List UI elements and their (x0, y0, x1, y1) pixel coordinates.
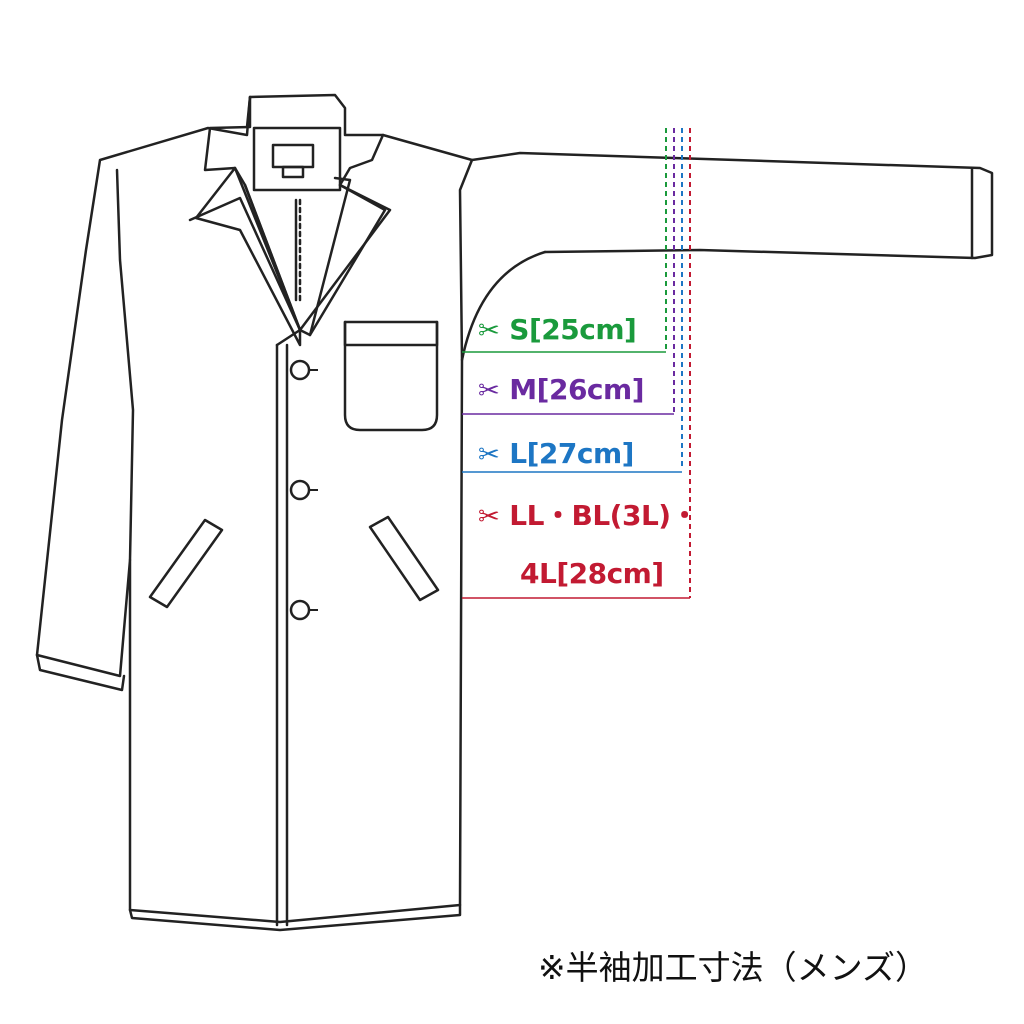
size-m-text: M[26cm] (509, 373, 644, 406)
button-3 (289, 599, 311, 621)
size-ll-text-line1: LL・BL(3L)・ (509, 499, 699, 532)
collar (203, 93, 392, 332)
left-lapel (194, 166, 302, 347)
right-lapel (308, 183, 387, 337)
coat-hem (128, 903, 462, 932)
coat-body-outline (35, 95, 547, 924)
right-sleeve-outline (470, 151, 994, 260)
size-label-l: ✂ L[27cm] (478, 438, 634, 471)
size-ll-text-line2: 4L[28cm] (520, 557, 664, 590)
left-side-pocket (148, 518, 224, 609)
size-s-text: S[25cm] (509, 313, 637, 346)
button-2 (289, 479, 311, 501)
size-l-text: L[27cm] (509, 437, 634, 470)
button-1 (289, 359, 311, 381)
size-label-ll-line2: 4L[28cm] (520, 558, 664, 590)
scissors-icon: ✂ (478, 502, 500, 532)
neck-label (271, 143, 315, 169)
scissors-icon: ✂ (478, 376, 500, 406)
chest-pocket (343, 320, 439, 432)
scissors-icon: ✂ (478, 316, 500, 346)
left-cuff (35, 653, 126, 692)
footnote: ※半袖加工寸法（メンズ） (538, 948, 928, 987)
right-side-pocket (368, 515, 440, 602)
scissors-icon: ✂ (478, 440, 500, 470)
size-label-m: ✂ M[26cm] (478, 374, 644, 407)
size-label-ll: ✂ LL・BL(3L)・ (478, 499, 699, 533)
size-label-s: ✂ S[25cm] (478, 313, 637, 347)
